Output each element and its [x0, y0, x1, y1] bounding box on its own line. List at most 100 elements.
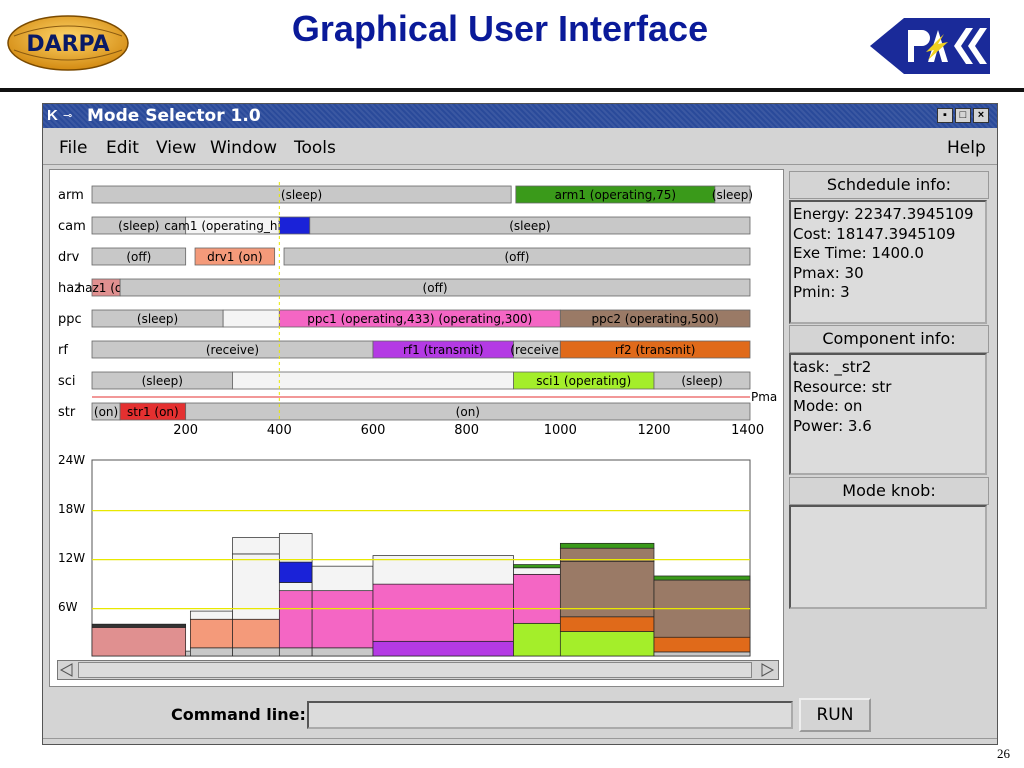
component-mode: Mode: on: [793, 397, 863, 415]
close-button[interactable]: ×: [973, 108, 989, 123]
pacc-logo: [868, 16, 992, 76]
row-label-cam: cam: [58, 219, 86, 234]
power-layer-0-0: [91, 627, 187, 657]
menu-bar: File Edit View Window Tools Help: [43, 128, 997, 165]
component-info-box: task: _str2 Resource: str Mode: on Power…: [789, 353, 987, 475]
power-layer-7-0: [513, 622, 561, 657]
mode-selector-window: K ⊸ Mode Selector 1.0 ▪ □ × File Edit Vi…: [42, 103, 998, 745]
header-rule: [0, 88, 1024, 92]
gantt-bar-rf-19: [559, 340, 751, 359]
horizontal-scrollbar[interactable]: [57, 660, 779, 680]
power-layer-5-2: [311, 565, 374, 592]
component-resource: Resource: str: [793, 377, 892, 396]
menu-window[interactable]: Window: [210, 138, 278, 158]
power-layer-3-0: [232, 647, 280, 657]
schedule-pmax: Pmax: 30: [793, 263, 864, 282]
command-line-label: Command line:: [171, 705, 306, 724]
gantt-label-str-25: str1 (on): [127, 405, 179, 419]
gantt-label-cam-4: cam1 (operating_high): [164, 219, 301, 233]
scroll-thumb[interactable]: [78, 662, 752, 678]
gantt-bar-ppc-15: [559, 309, 751, 328]
darpa-logo: DARPA: [6, 14, 130, 72]
power-layer-1-0: [185, 650, 191, 657]
gantt-label-haz-11: (off): [423, 281, 448, 295]
power-layer-3-2: [232, 553, 280, 620]
x-tick-1200: 1200: [637, 423, 670, 438]
row-label-sci: sci: [58, 374, 76, 389]
y-tick-24W: 24W: [58, 453, 85, 467]
darpa-logo-graphic: DARPA: [7, 15, 129, 71]
gantt-label-str-26: (on): [456, 405, 480, 419]
power-layer-2-2: [189, 610, 233, 620]
gantt-label-sci-20: (sleep): [142, 374, 183, 388]
gantt-label-rf-17: rf1 (transmit): [403, 343, 484, 357]
row-label-arm: arm: [58, 188, 84, 203]
schedule-info-box: Energy: 22347.3945109 Cost: 18147.394510…: [789, 200, 987, 324]
menu-help[interactable]: Help: [947, 138, 986, 158]
gantt-label-ppc-14: ppc1 (operating,433) (operating,300): [307, 312, 532, 326]
y-tick-12W: 12W: [58, 551, 85, 565]
maximize-button[interactable]: □: [955, 108, 971, 123]
gantt-bar-drv-8: [194, 247, 276, 266]
power-layer-3-1: [232, 618, 280, 649]
power-layer-7-2: [513, 567, 561, 575]
schedule-exe-time: Exe Time: 1400.0: [793, 244, 924, 262]
window-title: Mode Selector 1.0: [87, 106, 261, 126]
gantt-bar-cam-5: [278, 216, 311, 235]
mode-knob-box[interactable]: [789, 505, 987, 609]
mode-knob-header: Mode knob:: [789, 477, 989, 505]
gantt-bar-drv-9: [283, 247, 751, 266]
gantt-bar-ppc-13: [222, 309, 280, 328]
gantt-label-drv-8: drv1 (on): [207, 250, 262, 264]
schedule-cost: Cost: 18147.3945109: [793, 224, 956, 243]
power-layer-6-2: [372, 555, 514, 585]
power-layer-9-3: [653, 575, 751, 581]
scroll-right-arrow[interactable]: [758, 661, 776, 679]
power-layer-7-3: [513, 564, 561, 569]
gantt-bar-sci-23: [653, 371, 751, 390]
row-label-rf: rf: [58, 343, 68, 358]
x-tick-800: 800: [454, 423, 479, 438]
command-line-input[interactable]: [307, 701, 793, 729]
gantt-bar-str-26: [185, 402, 751, 421]
gantt-label-sci-23: (sleep): [681, 374, 722, 388]
menu-file[interactable]: File: [59, 138, 88, 158]
power-layer-4-4: [278, 533, 313, 563]
row-label-ppc: ppc: [58, 312, 82, 327]
gantt-label-sci-22: sci1 (operating): [536, 374, 631, 388]
power-layer-6-1: [372, 583, 514, 642]
menu-view[interactable]: View: [156, 138, 197, 158]
power-layer-0-1: [91, 623, 187, 628]
minimize-button[interactable]: ▪: [937, 108, 953, 123]
x-tick-1400: 1400: [731, 423, 764, 438]
row-label-haz: haz: [58, 281, 81, 296]
pmax-label: Pma: [751, 390, 777, 404]
gantt-bar-arm-2: [714, 185, 751, 204]
menu-edit[interactable]: Edit: [106, 138, 139, 158]
status-strip: [43, 738, 997, 745]
gantt-label-str-24: (on): [94, 405, 118, 419]
power-layer-8-2: [559, 560, 655, 618]
scroll-left-arrow[interactable]: [58, 661, 76, 679]
schedule-energy: Energy: 22347.3945109: [793, 205, 974, 223]
menu-tools[interactable]: Tools: [294, 138, 336, 158]
component-task: task: _str2: [793, 358, 872, 376]
gantt-bar-drv-7: [91, 247, 187, 266]
x-tick-200: 200: [173, 423, 198, 438]
power-layer-4-0: [278, 647, 313, 657]
x-tick-600: 600: [361, 423, 386, 438]
slide-title: Graphical User Interface: [291, 8, 709, 49]
power-layer-9-1: [653, 636, 751, 653]
pin-icon[interactable]: ⊸: [63, 110, 73, 122]
gantt-bar-haz-11: [119, 278, 751, 297]
row-label-drv: drv: [58, 250, 80, 265]
window-titlebar[interactable]: K ⊸ Mode Selector 1.0 ▪ □ ×: [43, 104, 997, 128]
gantt-bar-cam-6: [309, 216, 751, 235]
component-power: Power: 3.6: [793, 416, 872, 435]
power-layer-7-1: [513, 573, 561, 624]
kde-k-icon[interactable]: K: [47, 107, 58, 124]
run-button[interactable]: RUN: [799, 698, 871, 732]
schedule-pmin: Pmin: 3: [793, 283, 850, 301]
pacc-logo-graphic: [870, 18, 990, 74]
